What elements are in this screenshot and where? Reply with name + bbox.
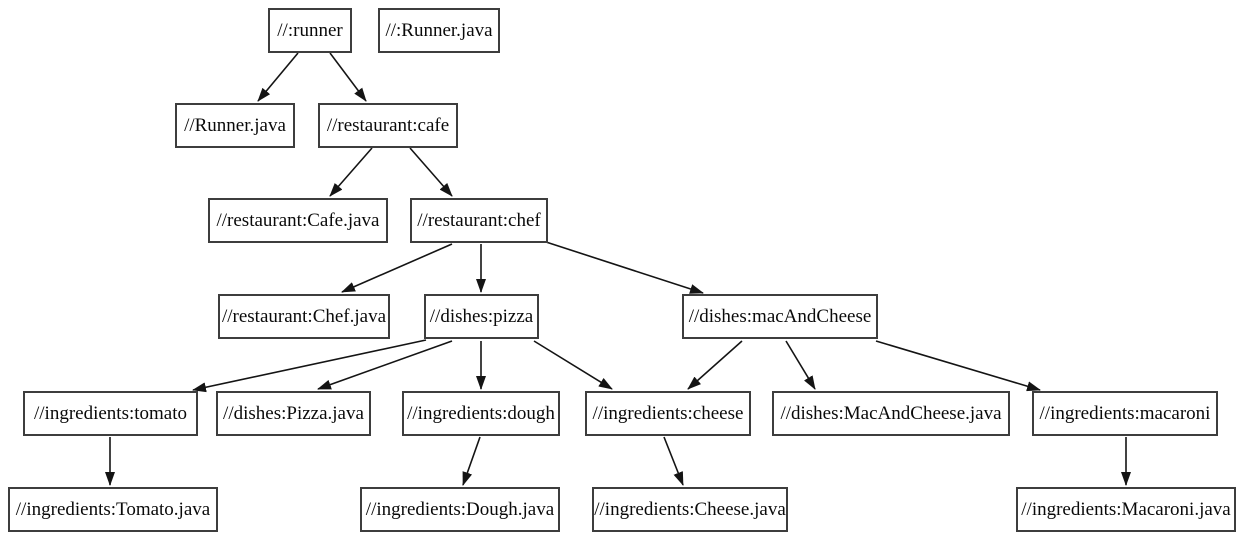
edge-mac-and-cheese-to-mac-and-cheese-java [785, 340, 816, 390]
graph-node-label: //ingredients:Cheese.java [594, 499, 786, 520]
edge-runner-to-cafe [329, 52, 367, 102]
graph-node-chef: //restaurant:chef [410, 198, 548, 243]
graph-node-cheese: //ingredients:cheese [585, 391, 751, 436]
graph-node-label: //ingredients:Macaroni.java [1021, 499, 1231, 520]
graph-node-label: //restaurant:cafe [326, 115, 450, 136]
graph-node-label: //ingredients:cheese [592, 403, 744, 424]
graph-node-label: //restaurant:Chef.java [221, 306, 387, 327]
graph-node-runner-java-root: //:Runner.java [378, 8, 500, 53]
graph-node-tomato-java: //ingredients:Tomato.java [8, 487, 218, 532]
graph-node-tomato: //ingredients:tomato [23, 391, 198, 436]
graph-node-label: //:runner [277, 20, 343, 41]
graph-node-mac-and-cheese: //dishes:macAndCheese [682, 294, 878, 339]
graph-node-cafe-java: //restaurant:Cafe.java [208, 198, 388, 243]
edge-chef-to-chef-java [341, 243, 453, 293]
graph-node-macaroni: //ingredients:macaroni [1032, 391, 1218, 436]
edge-cheese-to-cheese-java [663, 436, 684, 486]
graph-node-label: //:Runner.java [385, 20, 493, 41]
graph-node-pizza-java: //dishes:Pizza.java [216, 391, 371, 436]
graph-node-label: //Runner.java [184, 115, 286, 136]
graph-node-macaroni-java: //ingredients:Macaroni.java [1016, 487, 1236, 532]
graph-node-dough-java: //ingredients:Dough.java [360, 487, 560, 532]
graph-node-dough: //ingredients:dough [402, 391, 560, 436]
graph-node-mac-and-cheese-java: //dishes:MacAndCheese.java [772, 391, 1010, 436]
graph-node-label: //dishes:Pizza.java [223, 403, 364, 424]
graph-node-runner: //:runner [268, 8, 352, 53]
graph-node-label: //ingredients:dough [407, 403, 555, 424]
edge-mac-and-cheese-to-macaroni [875, 340, 1041, 392]
edge-pizza-to-tomato [192, 339, 427, 393]
graph-node-runner-java: //Runner.java [175, 103, 295, 148]
edge-pizza-to-cheese [533, 340, 613, 390]
edge-chef-to-mac-and-cheese [545, 241, 704, 294]
edge-mac-and-cheese-to-cheese [687, 340, 743, 390]
graph-node-label: //ingredients:Dough.java [365, 499, 555, 520]
edge-pizza-to-pizza-java [317, 340, 453, 390]
graph-node-label: //ingredients:macaroni [1039, 403, 1211, 424]
edge-runner-to-runner-java [257, 52, 299, 102]
graph-node-label: //dishes:macAndCheese [688, 306, 872, 327]
graph-node-cafe: //restaurant:cafe [318, 103, 458, 148]
graph-node-chef-java: //restaurant:Chef.java [218, 294, 390, 339]
graph-node-label: //ingredients:tomato [33, 403, 188, 424]
graph-node-label: //restaurant:Cafe.java [216, 210, 380, 231]
graph-node-label: //restaurant:chef [417, 210, 541, 231]
graph-node-pizza: //dishes:pizza [424, 294, 539, 339]
graph-node-label: //dishes:pizza [429, 306, 534, 327]
edge-cafe-to-cafe-java [329, 147, 373, 197]
graph-node-cheese-java: //ingredients:Cheese.java [592, 487, 788, 532]
edge-dough-to-dough-java [462, 436, 481, 486]
edge-cafe-to-chef [409, 147, 453, 197]
graph-node-label: //dishes:MacAndCheese.java [780, 403, 1002, 424]
graph-node-label: //ingredients:Tomato.java [15, 499, 211, 520]
